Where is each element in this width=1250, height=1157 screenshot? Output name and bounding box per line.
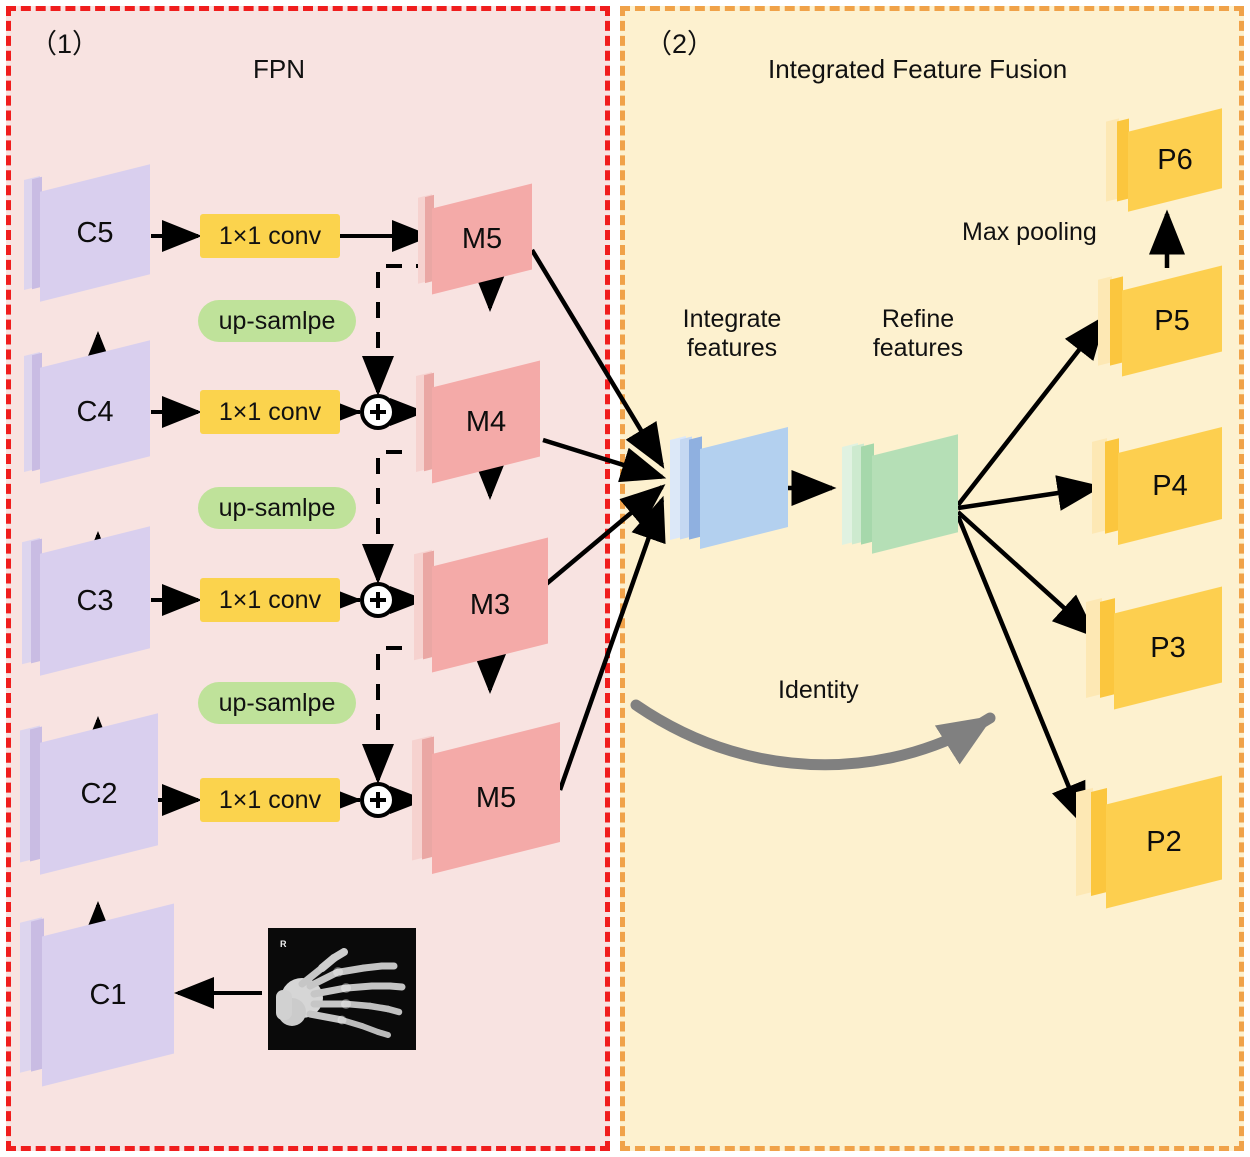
max-pooling-label: Max pooling bbox=[962, 218, 1097, 246]
output-block-p4[interactable]: P4 bbox=[1092, 427, 1222, 545]
backbone-block-c5[interactable]: C5 bbox=[24, 164, 150, 302]
lateral-conv-c4[interactable]: 1×1 conv bbox=[200, 390, 340, 434]
refine-features-caption: Refine features bbox=[848, 305, 988, 363]
upsample-box-1[interactable]: up-samlpe bbox=[198, 300, 356, 342]
output-block-label: P4 bbox=[1152, 469, 1188, 502]
identity-label: Identity bbox=[778, 676, 859, 704]
output-block-p2[interactable]: P2 bbox=[1076, 775, 1222, 909]
backbone-block-label: C2 bbox=[80, 777, 118, 810]
integrate-caption-line2: features bbox=[686, 333, 778, 362]
slab-layer-mid bbox=[1091, 788, 1107, 896]
pyramid-block-m3[interactable]: M3 bbox=[414, 537, 548, 673]
upsample-label: up-samlpe bbox=[218, 688, 336, 717]
merge-node-m3[interactable] bbox=[360, 582, 396, 618]
panel-index-2: （2） bbox=[645, 29, 715, 59]
slab-face bbox=[700, 427, 788, 549]
backbone-block-label: C4 bbox=[76, 395, 114, 428]
backbone-block-label: C1 bbox=[89, 978, 127, 1011]
refine-features-block[interactable] bbox=[842, 434, 958, 554]
backbone-block-c3[interactable]: C3 bbox=[22, 526, 150, 676]
output-block-label: P6 bbox=[1157, 143, 1193, 176]
conv-label: 1×1 conv bbox=[218, 397, 322, 426]
slab-face bbox=[872, 434, 958, 554]
upsample-box-2[interactable]: up-samlpe bbox=[198, 487, 356, 529]
merge-node-m4[interactable] bbox=[360, 394, 396, 430]
lateral-conv-c2[interactable]: 1×1 conv bbox=[200, 778, 340, 822]
output-block-label: P3 bbox=[1150, 631, 1186, 664]
pyramid-block-label: M3 bbox=[469, 588, 511, 621]
panel-index-1: （1） bbox=[30, 29, 100, 59]
refine-caption-line2: features bbox=[872, 333, 964, 362]
lateral-conv-c3[interactable]: 1×1 conv bbox=[200, 578, 340, 622]
merge-node-m2[interactable] bbox=[360, 782, 396, 818]
conv-label: 1×1 conv bbox=[218, 221, 322, 250]
slab-layer-mid bbox=[1100, 598, 1115, 698]
pyramid-block-label: M5 bbox=[475, 781, 517, 814]
xray-hand-graphic bbox=[268, 928, 416, 1050]
integrate-features-block[interactable] bbox=[670, 427, 788, 549]
panel-title-fpn: FPN bbox=[253, 54, 305, 84]
backbone-block-c4[interactable]: C4 bbox=[24, 340, 150, 484]
upsample-label: up-samlpe bbox=[218, 306, 336, 335]
slab-layer-mid bbox=[1105, 438, 1119, 534]
conv-label: 1×1 conv bbox=[218, 785, 322, 814]
integrate-caption-line1: Integrate bbox=[682, 305, 782, 333]
lateral-conv-c5[interactable]: 1×1 conv bbox=[200, 214, 340, 258]
output-block-label: P5 bbox=[1154, 304, 1190, 337]
backbone-block-label: C5 bbox=[76, 216, 114, 249]
pyramid-block-m5-top[interactable]: M5 bbox=[418, 183, 532, 295]
xray-side-marker: R bbox=[280, 939, 287, 949]
pyramid-block-label: M4 bbox=[465, 405, 507, 438]
pyramid-block-m4[interactable]: M4 bbox=[416, 360, 540, 484]
integrate-features-caption: Integrate features bbox=[652, 305, 812, 363]
output-block-p5[interactable]: P5 bbox=[1098, 265, 1222, 377]
backbone-block-label: C3 bbox=[76, 584, 114, 617]
output-block-p3[interactable]: P3 bbox=[1086, 586, 1222, 710]
output-block-label: P2 bbox=[1146, 825, 1182, 858]
conv-label: 1×1 conv bbox=[218, 585, 322, 614]
backbone-block-c2[interactable]: C2 bbox=[20, 713, 158, 875]
input-xray-image: R bbox=[268, 928, 416, 1050]
pyramid-block-label: M5 bbox=[461, 222, 503, 255]
panel-title-iff: Integrated Feature Fusion bbox=[768, 54, 1068, 84]
refine-caption-line1: Refine bbox=[881, 305, 955, 333]
output-block-p6[interactable]: P6 bbox=[1106, 108, 1222, 212]
upsample-box-3[interactable]: up-samlpe bbox=[198, 682, 356, 724]
pyramid-block-m5-bottom[interactable]: M5 bbox=[412, 722, 560, 874]
backbone-block-c1[interactable]: C1 bbox=[20, 903, 174, 1087]
upsample-label: up-samlpe bbox=[218, 493, 336, 522]
